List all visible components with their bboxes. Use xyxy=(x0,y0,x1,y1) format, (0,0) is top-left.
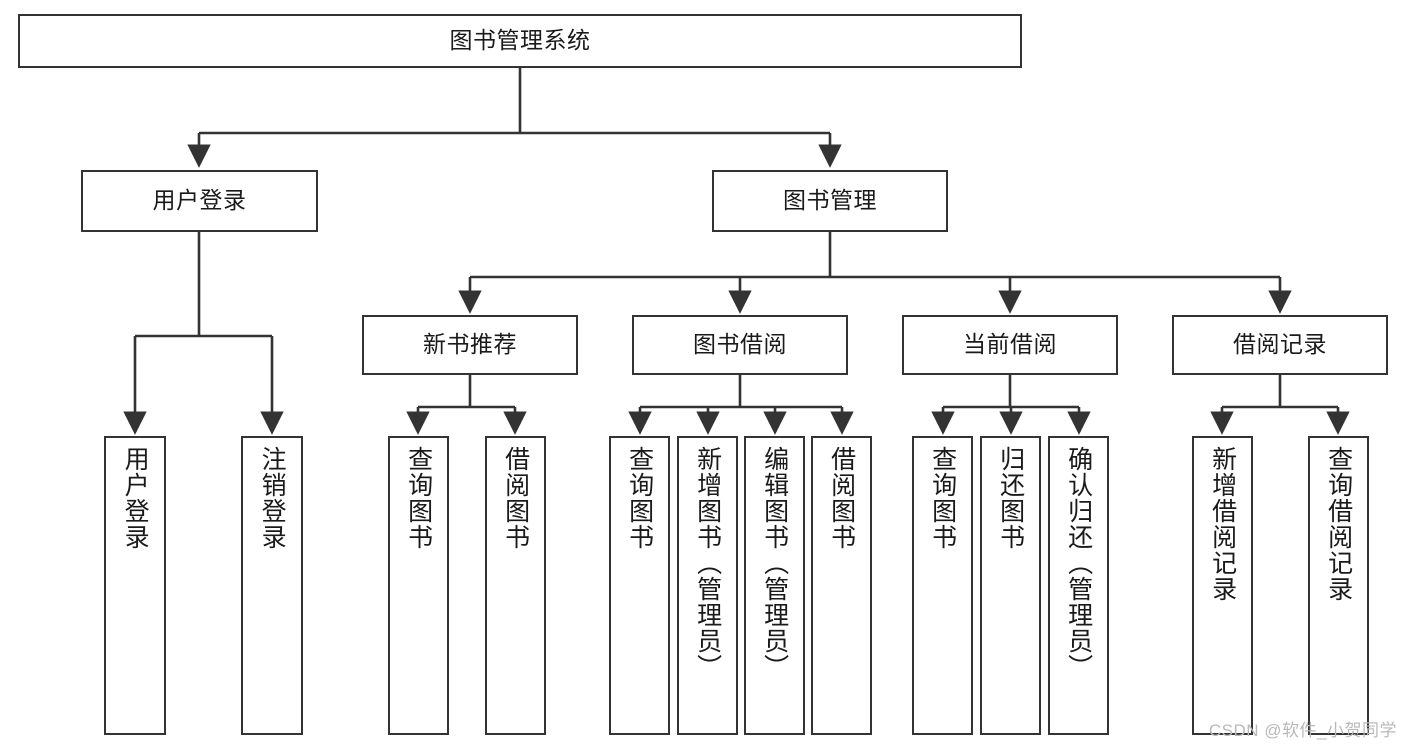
node-label: 注销登录 xyxy=(258,446,287,550)
node-label: 编辑图书（管理员） xyxy=(760,446,789,680)
node-label: 当前借阅 xyxy=(963,331,1057,358)
node-label: 借阅图书 xyxy=(827,446,856,550)
leaf-current-borrow-return[interactable]: 归还图书 xyxy=(980,436,1041,735)
leaf-new-book-borrow[interactable]: 借阅图书 xyxy=(485,436,546,735)
node-label: 图书借阅 xyxy=(693,331,787,358)
node-label: 查询借阅记录 xyxy=(1324,446,1353,602)
leaf-current-borrow-query[interactable]: 查询图书 xyxy=(912,436,973,735)
node-label: 查询图书 xyxy=(928,446,957,550)
leaf-user-login-logout[interactable]: 注销登录 xyxy=(241,436,303,735)
node-user-login[interactable]: 用户登录 xyxy=(81,170,318,232)
leaf-book-borrow-add[interactable]: 新增图书（管理员） xyxy=(677,436,738,735)
node-label: 用户登录 xyxy=(121,446,150,550)
node-current-borrow[interactable]: 当前借阅 xyxy=(902,315,1118,375)
node-label: 图书管理系统 xyxy=(449,27,591,54)
leaf-book-borrow-edit[interactable]: 编辑图书（管理员） xyxy=(744,436,805,735)
node-label: 确认归还（管理员） xyxy=(1064,446,1093,680)
leaf-borrow-record-add[interactable]: 新增借阅记录 xyxy=(1192,436,1253,735)
node-new-book-recommendation[interactable]: 新书推荐 xyxy=(362,315,578,375)
node-label: 用户登录 xyxy=(152,187,247,214)
leaf-user-login-login[interactable]: 用户登录 xyxy=(104,436,166,735)
leaf-new-book-query[interactable]: 查询图书 xyxy=(388,436,449,735)
node-label: 新增图书（管理员） xyxy=(693,446,722,680)
node-label: 归还图书 xyxy=(996,446,1025,550)
node-label: 查询图书 xyxy=(625,446,654,550)
node-borrow-record[interactable]: 借阅记录 xyxy=(1172,315,1388,375)
leaf-current-borrow-confirm-return[interactable]: 确认归还（管理员） xyxy=(1048,436,1109,735)
leaf-borrow-record-query[interactable]: 查询借阅记录 xyxy=(1308,436,1369,735)
node-label: 新书推荐 xyxy=(423,331,517,358)
node-root-system[interactable]: 图书管理系统 xyxy=(18,14,1022,68)
node-label: 借阅图书 xyxy=(501,446,530,550)
leaf-book-borrow-query[interactable]: 查询图书 xyxy=(609,436,670,735)
node-book-borrow[interactable]: 图书借阅 xyxy=(632,315,848,375)
csdn-watermark: CSDN @软件_小贺同学 xyxy=(1208,721,1397,740)
node-label: 新增借阅记录 xyxy=(1208,446,1237,602)
node-label: 查询图书 xyxy=(404,446,433,550)
node-book-management[interactable]: 图书管理 xyxy=(712,170,948,232)
node-label: 借阅记录 xyxy=(1233,331,1327,358)
leaf-book-borrow-borrow[interactable]: 借阅图书 xyxy=(811,436,872,735)
node-label: 图书管理 xyxy=(783,187,877,214)
